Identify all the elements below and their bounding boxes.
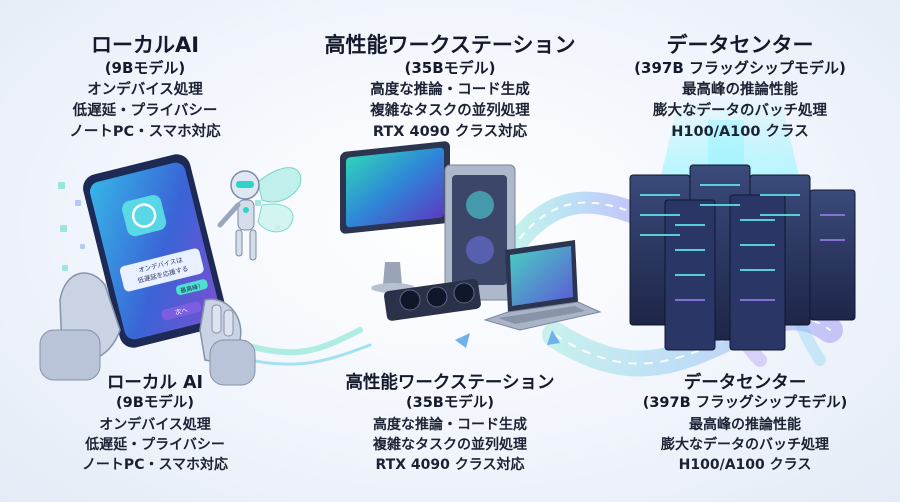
tier-detail: H100/A100 クラス (671, 124, 809, 140)
tier-subtitle: (397B フラッグシップモデル) (634, 59, 846, 77)
tier-subtitle: (35Bモデル) (406, 395, 494, 411)
robot-mascot (217, 167, 302, 261)
tier-detail: 低遅延・プライバシー (85, 437, 225, 453)
tier-detail: 高度な推論・コード生成 (370, 82, 530, 98)
tier-subtitle: (9Bモデル) (104, 59, 186, 77)
tier-subtitle: (397B フラッグシップモデル) (642, 395, 848, 411)
tier-detail: 膨大なデータのバッチ処理 (653, 103, 827, 119)
tier-title: 高性能ワークステーション (324, 33, 576, 57)
tier-title: データセンター (683, 373, 807, 393)
tier-detail: オンデバイス処理 (99, 417, 211, 433)
tier-subtitle: (35Bモデル) (404, 59, 496, 77)
gpu-card (384, 279, 481, 321)
tier-detail: 膨大なデータのバッチ処理 (661, 437, 829, 453)
tier-detail: 最高峰の推論性能 (689, 417, 801, 433)
tier-detail: ノートPC・スマホ対応 (81, 457, 229, 473)
tier-title: データセンター (666, 33, 814, 57)
laptop (483, 240, 602, 331)
tier-detail: RTX 4090 クラス対応 (372, 124, 528, 140)
tier-datacenter-bottom: データセンター (397B フラッグシップモデル) 最高峰の推論性能 膨大なデー… (615, 372, 875, 475)
tier-datacenter-top: データセンター (397B フラッグシップモデル) 最高峰の推論性能 膨大なデー… (605, 32, 875, 143)
workstation (340, 141, 602, 331)
tier-title: 高性能ワークステーション (345, 373, 555, 393)
smartphone: オンデバイスは 低遅延を応援する 最高峰！ 次へ (39, 154, 256, 386)
tier-detail: 複雑なタスクの並列処理 (373, 437, 527, 453)
tier-detail: 複雑なタスクの並列処理 (370, 103, 530, 119)
tier-subtitle: (9Bモデル) (116, 395, 194, 411)
tier-detail: ノートPC・スマホ対応 (69, 124, 221, 140)
tier-workstation-top: 高性能ワークステーション (35Bモデル) 高度な推論・コード生成 複雑なタスク… (305, 32, 595, 143)
tier-detail: オンデバイス処理 (87, 82, 203, 98)
tier-title: ローカルAI (90, 33, 200, 57)
tier-local-bottom: ローカル AI (9Bモデル) オンデバイス処理 低遅延・プライバシー ノートP… (50, 372, 260, 475)
data-center (629, 95, 856, 351)
tier-detail: H100/A100 クラス (678, 457, 812, 473)
tier-detail: 最高峰の推論性能 (682, 82, 798, 98)
tier-workstation-bottom: 高性能ワークステーション (35Bモデル) 高度な推論・コード生成 複雑なタスク… (320, 372, 580, 475)
tier-title: ローカル AI (106, 373, 204, 393)
tier-detail: 低遅延・プライバシー (72, 103, 218, 119)
tier-detail: RTX 4090 クラス対応 (375, 457, 525, 473)
tier-local-top: ローカルAI (9Bモデル) オンデバイス処理 低遅延・プライバシー ノートPC… (30, 32, 260, 143)
tier-detail: 高度な推論・コード生成 (373, 417, 527, 433)
phone-button-next: 次へ (174, 305, 189, 317)
